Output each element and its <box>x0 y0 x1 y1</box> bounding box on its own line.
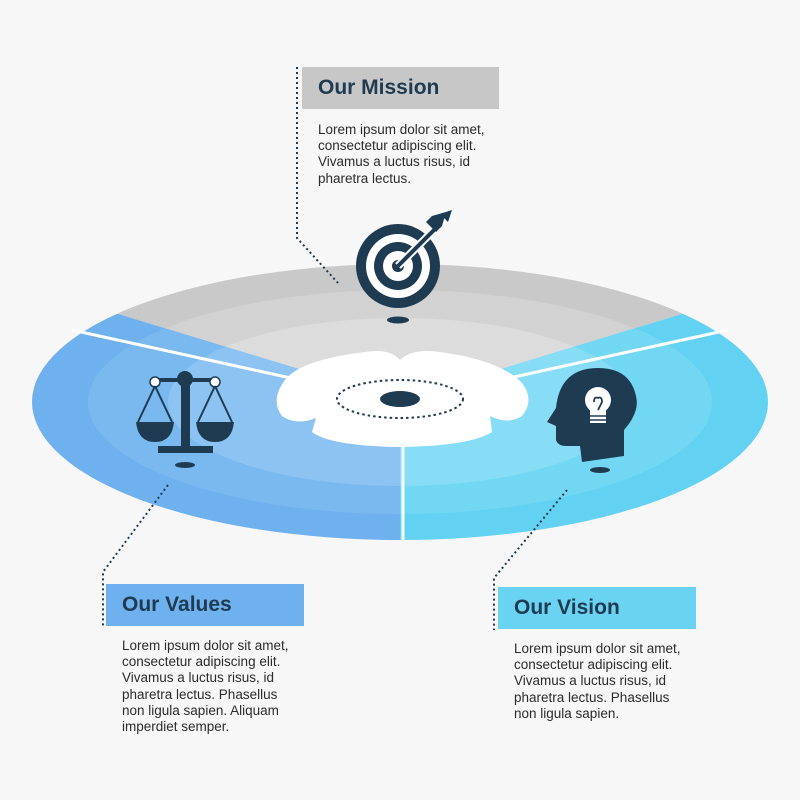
vision-description: Lorem ipsum dolor sit amet, consectetur … <box>514 641 704 722</box>
values-description: Lorem ipsum dolor sit amet, consectetur … <box>122 638 312 735</box>
mission-description: Lorem ipsum dolor sit amet, consectetur … <box>318 122 508 187</box>
mission-title: Our Mission <box>302 67 499 109</box>
center-dashed-ring <box>336 379 464 419</box>
values-text-line: non ligula sapien. Aliquam <box>122 702 279 718</box>
vision-text-line: pharetra lectus. Phasellus <box>514 689 670 705</box>
connector-lines <box>102 67 568 630</box>
center-dot <box>380 391 420 407</box>
values-text-line: consectetur adipiscing elit. <box>122 654 281 670</box>
mission-connector <box>296 67 339 284</box>
values-title: Our Values <box>106 584 304 626</box>
mission-text-line: pharetra lectus. <box>318 170 412 186</box>
values-connector <box>102 484 169 626</box>
values-text-line: Lorem ipsum dolor sit amet, <box>122 638 289 653</box>
target-arrow-icon <box>356 210 452 324</box>
mission-text-line: consectetur adipiscing elit. <box>318 138 477 154</box>
head-lightbulb-icon <box>547 368 637 473</box>
mission-text-line: Lorem ipsum dolor sit amet, <box>318 122 485 137</box>
balance-scale-icon <box>136 371 234 468</box>
mission-text-line: Vivamus a luctus risus, id <box>318 154 471 170</box>
vision-text-line: Vivamus a luctus risus, id <box>514 673 667 689</box>
vision-text-line: consectetur adipiscing elit. <box>514 657 673 673</box>
vision-text-line: non ligula sapien. <box>514 705 620 721</box>
values-text-line: pharetra lectus. Phasellus <box>122 686 278 702</box>
values-text-line: imperdiet semper. <box>122 719 230 735</box>
vision-title: Our Vision <box>498 587 696 629</box>
mission-segment <box>40 264 760 400</box>
values-text-line: Vivamus a luctus risus, id <box>122 670 275 686</box>
vision-text-line: Lorem ipsum dolor sit amet, <box>514 641 681 656</box>
